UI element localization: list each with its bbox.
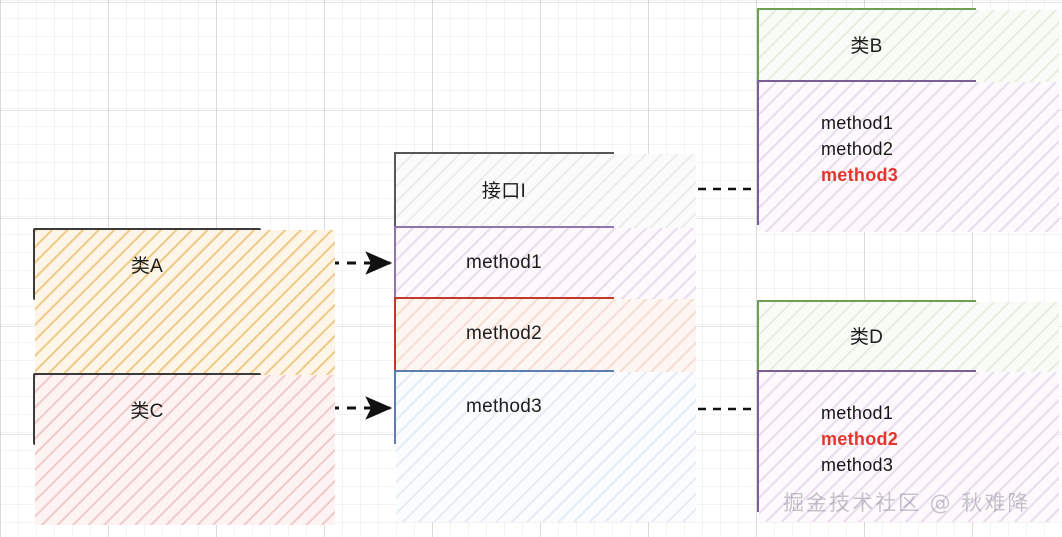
class-c-label: 类C [130,400,164,422]
connector-classB-realization [611,157,755,221]
connector-classD-realization [611,378,755,441]
interface-section-method3[interactable]: method3 [394,370,696,522]
impl-d-method-3: method3 [821,455,894,475]
class-a-label: 类A [130,255,164,277]
interface-section-method2[interactable]: method2 [394,297,696,449]
interface-header[interactable]: 接口I [394,152,696,304]
impl-class-d-title: 类D [849,326,884,348]
interface-title: 接口I [481,180,527,202]
impl-class-b-body[interactable]: method1 method2 method3 [757,80,1059,232]
class-box-a[interactable]: 类A [33,228,335,380]
interface-section-method1[interactable]: method1 [394,226,696,378]
watermark: 掘金技术社区 @ 秋难降 [783,491,1031,515]
interface-method3-label: method3 [465,396,543,417]
interface-method2-label: method2 [465,323,543,344]
impl-b-method-2: method2 [821,139,894,159]
impl-b-method-1: method1 [821,113,894,133]
impl-b-method-3: method3 [821,165,899,185]
impl-class-b-header[interactable]: 类B [757,8,1059,160]
class-box-c[interactable]: 类C [33,373,335,525]
impl-class-b-title: 类B [850,35,883,57]
impl-d-method-2: method2 [821,429,899,449]
impl-d-method-1: method1 [821,403,894,423]
interface-method1-label: method1 [465,251,543,273]
impl-class-d-header[interactable]: 类D [757,300,1059,452]
